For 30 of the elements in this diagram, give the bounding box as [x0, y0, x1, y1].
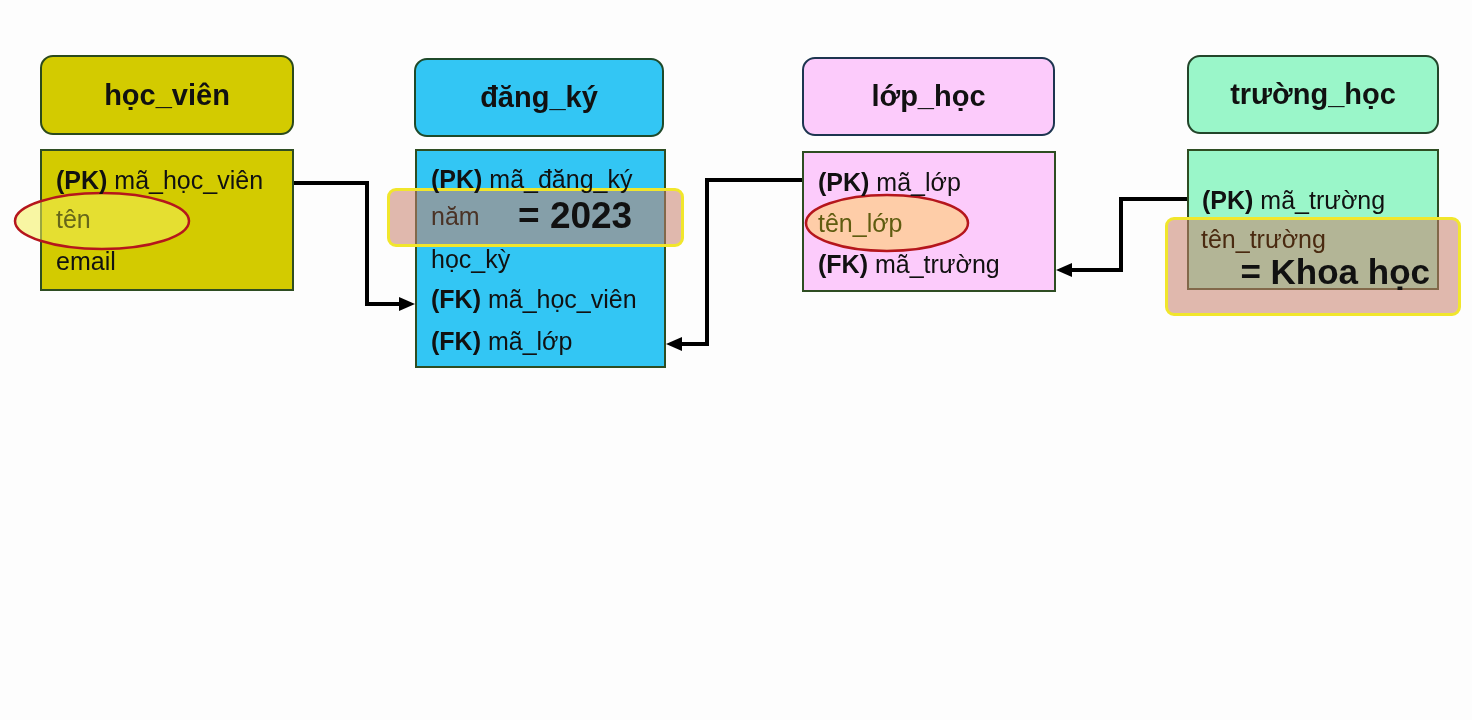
relationship-arrow [1056, 197, 1187, 277]
table-header [414, 58, 664, 137]
table-header [802, 57, 1055, 136]
filter-value: = Khoa học [1240, 252, 1430, 292]
attribute-label: năm [431, 201, 480, 232]
relationship-arrow [666, 178, 802, 351]
attribute-label: (PK) mã_trường [1202, 185, 1386, 215]
attribute-label: tên_lớp [818, 208, 903, 238]
table-header [40, 55, 294, 135]
table-name: học_viên [104, 78, 230, 112]
attribute-label: (PK) mã_đăng_ký [431, 164, 633, 194]
table-name: đăng_ký [480, 81, 598, 114]
attribute-label: tên_trường [1201, 224, 1326, 255]
attribute-label: (FK) mã_lớp [431, 326, 573, 356]
highlight-box [1165, 217, 1461, 316]
table-name: trường_học [1230, 78, 1396, 111]
table-header [1187, 55, 1439, 134]
attribute-label: tên [56, 204, 91, 234]
relationship-arrow [294, 181, 415, 311]
filter-value: = 2023 [518, 196, 633, 236]
attribute-label: (FK) mã_học_viên [431, 284, 637, 314]
attribute-label: email [56, 246, 116, 276]
attribute-list [415, 149, 666, 368]
attribute-label: học_kỳ [431, 244, 511, 274]
attribute-list [1187, 149, 1439, 290]
attribute-list [40, 149, 294, 291]
table-name: lớp_học [871, 80, 986, 113]
attribute-label: (PK) mã_học_viên [56, 165, 264, 195]
attribute-label: (PK) mã_lớp [818, 167, 961, 197]
attribute-label: (FK) mã_trường [818, 249, 1000, 279]
